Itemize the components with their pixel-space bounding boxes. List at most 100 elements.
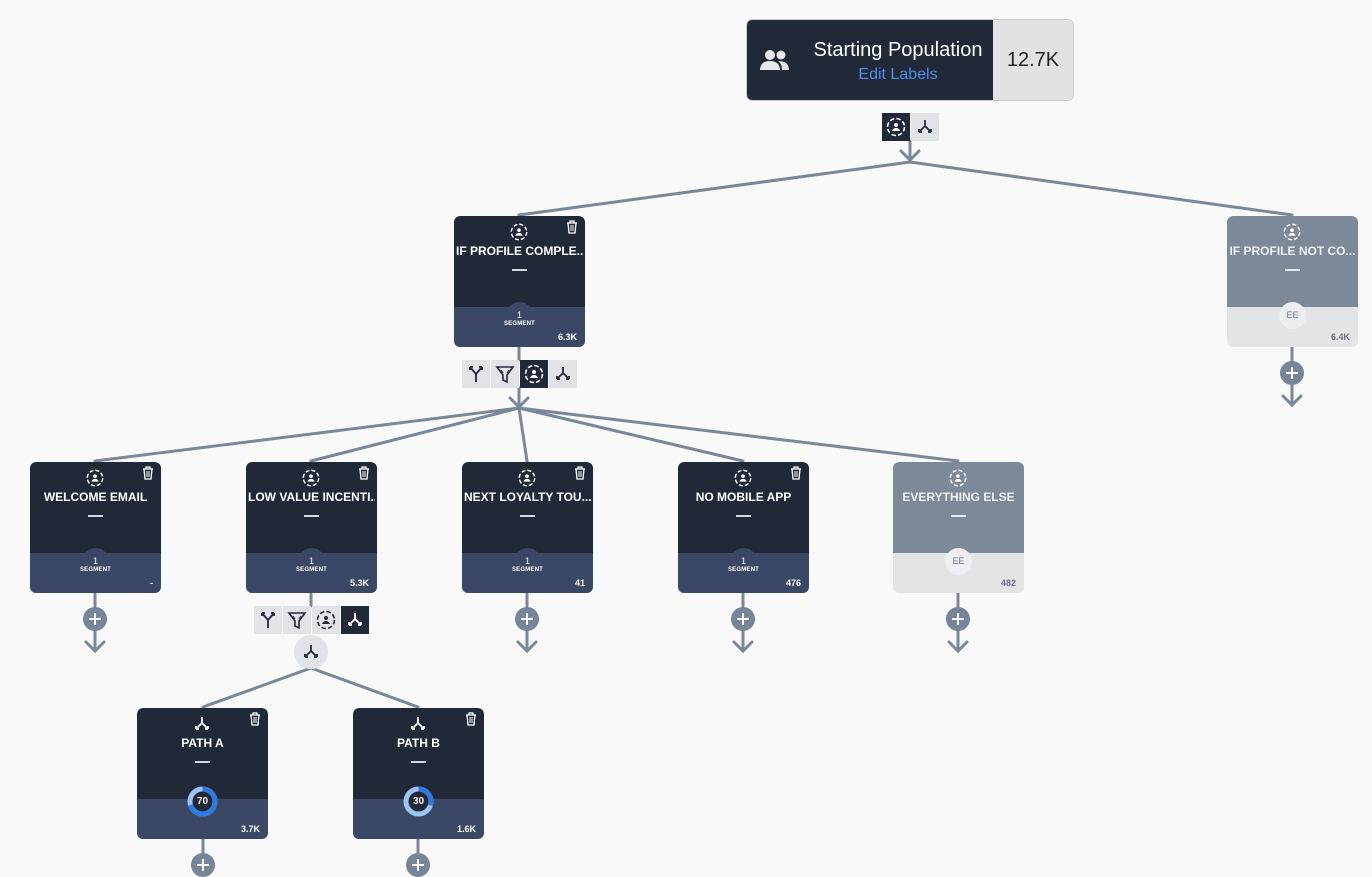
segment-node-next-loyalty-touch[interactable]: NEXT LOYALTY TOU... 1 SEGMENT 41	[462, 462, 593, 593]
segment-count-badge: 1	[514, 548, 541, 575]
split-node-path-b[interactable]: PATH B 30 1.6K	[353, 708, 484, 839]
trash-icon[interactable]	[790, 466, 802, 480]
split-node-button[interactable]	[294, 635, 328, 669]
segment-count-badge: 1	[730, 548, 757, 575]
segment-node-profile-not-complete[interactable]: IF PROFILE NOT CO... EE 6.4K	[1227, 216, 1358, 347]
segment-target-icon	[1283, 223, 1301, 241]
start-node-toolbar	[882, 113, 940, 141]
segment-target-icon	[886, 117, 906, 137]
low-value-toolbar	[254, 606, 370, 634]
segment-label: SEGMENT	[295, 567, 328, 573]
starting-population-header: Starting Population Edit Labels	[747, 20, 993, 100]
split-icon	[348, 613, 362, 626]
node-label: IF PROFILE COMPLE...	[456, 244, 583, 258]
split-percent: 70	[196, 796, 209, 807]
starting-population-count: 12.7K	[993, 20, 1073, 100]
node-count: 3.7K	[240, 824, 260, 834]
node-divider	[88, 515, 103, 517]
segment-count-badge: 1	[82, 548, 109, 575]
split-icon	[195, 717, 209, 730]
node-divider	[1285, 269, 1300, 271]
segment-target-icon	[510, 223, 528, 241]
split-percent-ring	[187, 786, 218, 817]
node-divider	[195, 761, 210, 763]
everything-else-badge: EE	[945, 548, 972, 575]
add-filter-button[interactable]	[491, 360, 519, 388]
split-percent-ring	[403, 786, 434, 817]
filter-icon	[287, 612, 307, 630]
add-filter-button[interactable]	[283, 606, 311, 634]
people-icon	[747, 48, 803, 72]
segment-label: SEGMENT	[511, 567, 544, 573]
starting-population-card[interactable]: Starting Population Edit Labels 12.7K	[746, 19, 1074, 101]
edit-labels-link[interactable]: Edit Labels	[858, 65, 938, 83]
node-label: EVERYTHING ELSE	[902, 490, 1015, 504]
add-merge-button[interactable]	[254, 606, 282, 634]
add-segment-button[interactable]	[882, 113, 910, 141]
add-merge-button[interactable]	[462, 360, 490, 388]
trash-icon[interactable]	[142, 466, 154, 480]
add-step-button[interactable]	[515, 607, 539, 631]
profile-complete-toolbar	[462, 360, 578, 388]
node-divider	[736, 515, 751, 517]
segment-node-no-mobile-app[interactable]: NO MOBILE APP 1 SEGMENT 476	[678, 462, 809, 593]
trash-icon[interactable]	[566, 220, 578, 234]
add-step-button[interactable]	[946, 607, 970, 631]
add-step-button[interactable]	[406, 853, 430, 877]
node-divider	[512, 269, 527, 271]
add-step-button[interactable]	[731, 607, 755, 631]
segment-target-icon	[524, 364, 544, 384]
node-label: WELCOME EMAIL	[43, 490, 148, 504]
merge-icon	[469, 366, 483, 382]
segment-label: SEGMENT	[79, 567, 112, 573]
split-icon	[304, 645, 318, 658]
trash-icon[interactable]	[574, 466, 586, 480]
starting-population-title: Starting Population	[813, 38, 983, 61]
segment-target-icon	[86, 469, 104, 487]
segment-node-everything-else[interactable]: EVERYTHING ELSE EE 482	[893, 462, 1024, 593]
segment-target-icon	[302, 469, 320, 487]
segment-count-badge: 1	[298, 548, 325, 575]
node-count: -	[150, 578, 153, 588]
segment-target-icon	[316, 610, 336, 630]
add-segment-button[interactable]	[312, 606, 340, 634]
node-count: 476	[785, 578, 801, 588]
segment-count-badge: 1	[506, 302, 533, 329]
add-step-button[interactable]	[1280, 361, 1304, 385]
node-count: 1.6K	[456, 824, 476, 834]
node-divider	[520, 515, 535, 517]
filter-icon	[495, 366, 515, 384]
trash-icon[interactable]	[249, 712, 261, 726]
split-icon	[411, 717, 425, 730]
segment-node-low-value-incentive[interactable]: LOW VALUE INCENTI... 1 SEGMENT 5.3K	[246, 462, 377, 593]
split-icon	[556, 367, 570, 380]
node-label: NEXT LOYALTY TOU...	[464, 490, 591, 504]
trash-icon[interactable]	[465, 712, 477, 726]
everything-else-badge: EE	[1279, 302, 1306, 329]
segment-node-profile-complete[interactable]: IF PROFILE COMPLE... 1 SEGMENT 6.3K	[454, 216, 585, 347]
node-label: PATH B	[397, 736, 440, 750]
segment-target-icon	[949, 469, 967, 487]
add-segment-button[interactable]	[520, 360, 548, 388]
node-label: LOW VALUE INCENTI...	[248, 490, 375, 504]
segment-node-welcome-email[interactable]: WELCOME EMAIL 1 SEGMENT -	[30, 462, 161, 593]
segment-label: SEGMENT	[503, 321, 536, 327]
add-split-button[interactable]	[341, 606, 369, 634]
add-step-button[interactable]	[83, 607, 107, 631]
node-count: 6.3K	[557, 332, 577, 342]
node-divider	[951, 515, 966, 517]
add-split-button[interactable]	[549, 360, 577, 388]
split-icon	[918, 120, 932, 133]
split-node-path-a[interactable]: PATH A 70 3.7K	[137, 708, 268, 839]
node-count: 482	[1000, 578, 1016, 588]
trash-icon[interactable]	[358, 466, 370, 480]
node-count: 41	[574, 578, 585, 588]
add-split-button[interactable]	[911, 113, 939, 141]
segment-target-icon	[518, 469, 536, 487]
add-step-button[interactable]	[191, 853, 215, 877]
split-percent: 30	[412, 796, 425, 807]
node-label: NO MOBILE APP	[695, 490, 792, 504]
node-count: 6.4K	[1330, 332, 1350, 342]
segment-label: SEGMENT	[727, 567, 760, 573]
